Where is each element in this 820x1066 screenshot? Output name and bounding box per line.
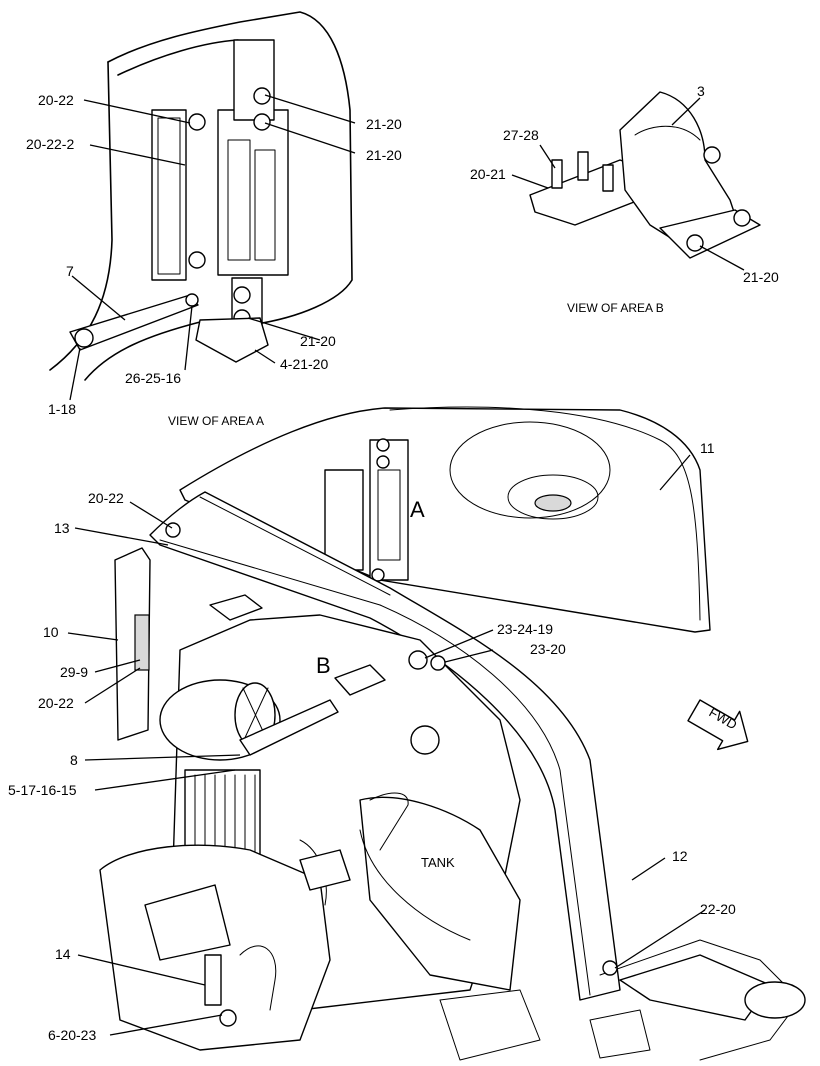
callout-8: 8 (70, 752, 78, 768)
callout-29-9: 29-9 (60, 664, 88, 680)
area-b-detail (529, 91, 761, 259)
callout-22-20: 22-20 (700, 901, 736, 917)
area-a-detail (49, 11, 353, 381)
callout-13: 13 (54, 520, 70, 536)
callout-20-21: 20-21 (470, 166, 506, 182)
leader-lines (67, 94, 745, 1036)
callout-21-20: 21-20 (743, 269, 779, 285)
callout-5-17-16-15: 5-17-16-15 (8, 782, 77, 798)
callout-7: 7 (66, 263, 74, 279)
callout-23-24-19: 23-24-19 (497, 621, 553, 637)
callout-4-21-20: 4-21-20 (280, 356, 328, 372)
forward-direction-arrow-icon (687, 699, 749, 751)
callout-1-18: 1-18 (48, 401, 76, 417)
callouts-area-a: 20-22 20-22-2 21-20 21-20 7 21-20 4-21-2… (26, 92, 402, 428)
callout-10: 10 (43, 624, 59, 640)
main-view (99, 406, 806, 1061)
callout-6-20-23: 6-20-23 (48, 1027, 96, 1043)
callouts-main: 11 A B 20-22 13 10 29-9 20-22 23-24-19 2… (8, 440, 740, 1043)
view-area-a-caption: VIEW OF AREA A (168, 414, 264, 428)
view-area-b-caption: VIEW OF AREA B (567, 301, 664, 315)
callout-20-22-2: 20-22-2 (26, 136, 74, 152)
callout-21-20-a: 21-20 (366, 116, 402, 132)
callout-20-22-main: 20-22 (88, 490, 124, 506)
callout-12: 12 (672, 848, 688, 864)
callout-23-20: 23-20 (530, 641, 566, 657)
callout-20-22: 20-22 (38, 92, 74, 108)
area-b-marker: B (316, 653, 331, 678)
callout-26-25-16: 26-25-16 (125, 370, 181, 386)
callout-21-20-b: 21-20 (366, 147, 402, 163)
callout-14: 14 (55, 946, 71, 962)
callout-21-20-c: 21-20 (300, 333, 336, 349)
callout-3: 3 (697, 83, 705, 99)
callout-11: 11 (700, 440, 715, 456)
area-a-marker: A (410, 497, 425, 522)
callout-20-22-lower: 20-22 (38, 695, 74, 711)
callout-27-28: 27-28 (503, 127, 539, 143)
tank-label: TANK (421, 855, 455, 870)
callouts-area-b: 3 27-28 20-21 21-20 VIEW OF AREA B (470, 83, 779, 315)
